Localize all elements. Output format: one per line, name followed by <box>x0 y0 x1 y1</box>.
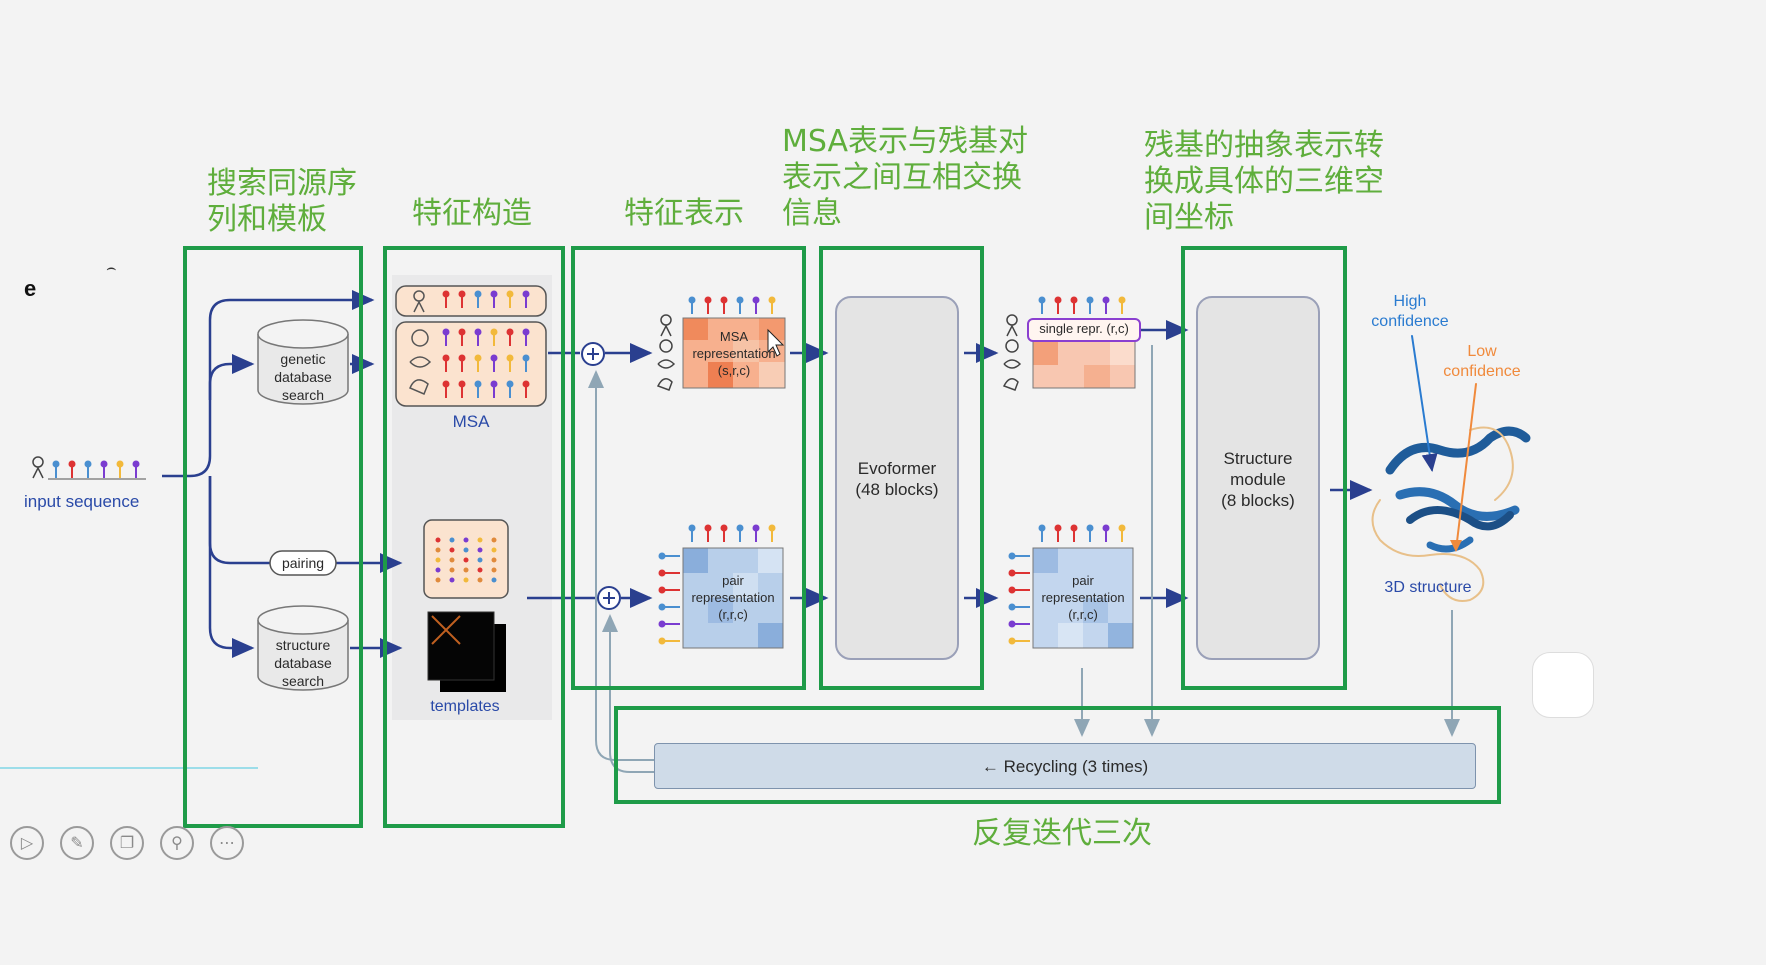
annotation-search: 搜索同源序 列和模板 <box>207 166 357 237</box>
annotation-structure-convert: 残基的抽象表示转 换成具体的三维空 间坐标 <box>1144 128 1384 235</box>
genetic-db-cylinder <box>257 319 349 405</box>
panel-letter: e <box>24 276 37 301</box>
input-sequence-label: input sequence <box>24 492 140 511</box>
annotation-recycle-three: 反复迭代三次 <box>972 816 1152 851</box>
genetic-db-label: genetic database search <box>274 351 332 403</box>
annotation-exchange: MSA表示与残基对 表示之间互相交换 信息 <box>782 124 1029 231</box>
recycling-label: ← Recycling (3 times) <box>981 757 1149 776</box>
pair-representation-out-label: pair representation (r,r,c) <box>1041 573 1125 622</box>
evoformer-block <box>835 296 959 660</box>
msa-label: MSA <box>452 412 490 431</box>
structure-3d-label: 3D structure <box>1384 579 1472 596</box>
structure-module-label: Structure module (8 blocks) <box>1221 449 1295 510</box>
protein-structure <box>1371 335 1531 602</box>
pairing-label: pairing <box>281 555 325 571</box>
annotation-feature-repr: 特征表示 <box>624 196 744 231</box>
msa-representation-grid <box>682 317 786 389</box>
box-search <box>183 246 363 828</box>
pair-representation-grid <box>682 547 784 649</box>
input-seq-pins <box>32 456 146 480</box>
organism-glyphs <box>656 314 1022 391</box>
template-grid <box>435 537 497 583</box>
top-pins <box>688 296 1126 542</box>
low-confidence-label: Low confidence <box>1443 343 1521 380</box>
structure-db-label: structure database search <box>274 637 332 689</box>
box-recycling <box>614 706 1501 804</box>
msa-representation-label: MSA representation (s,r,c) <box>692 329 776 378</box>
copy-icon[interactable]: ❐ <box>110 826 144 860</box>
recycling-bar <box>654 743 1476 789</box>
high-confidence-label: High confidence <box>1371 293 1449 330</box>
more-icon[interactable]: ⋯ <box>210 826 244 860</box>
msa-pins <box>409 290 530 398</box>
player-play-icon[interactable]: ▷ <box>10 826 44 860</box>
evoformer-label: Evoformer (48 blocks) <box>855 459 939 499</box>
pair-representation-out-grid <box>1032 547 1134 649</box>
box-evoformer <box>819 246 984 690</box>
small-mark: ⌢ <box>106 260 117 277</box>
pen-icon[interactable]: ✎ <box>60 826 94 860</box>
annotation-feature-construct: 特征构造 <box>412 196 532 231</box>
box-structure-module <box>1181 246 1347 690</box>
zoom-icon[interactable]: ⚲ <box>160 826 194 860</box>
side-panel-handle[interactable] <box>1532 652 1594 718</box>
box-feature-repr <box>571 246 806 690</box>
single-repr-label: single repr. (r,c) <box>1039 321 1129 336</box>
box-feature-construct <box>383 246 565 828</box>
structure-module-block <box>1196 296 1320 660</box>
pair-representation-label: pair representation (r,r,c) <box>691 573 775 622</box>
templates-label: templates <box>430 698 500 715</box>
structure-db-cylinder <box>257 605 349 691</box>
side-pins <box>658 552 1030 645</box>
